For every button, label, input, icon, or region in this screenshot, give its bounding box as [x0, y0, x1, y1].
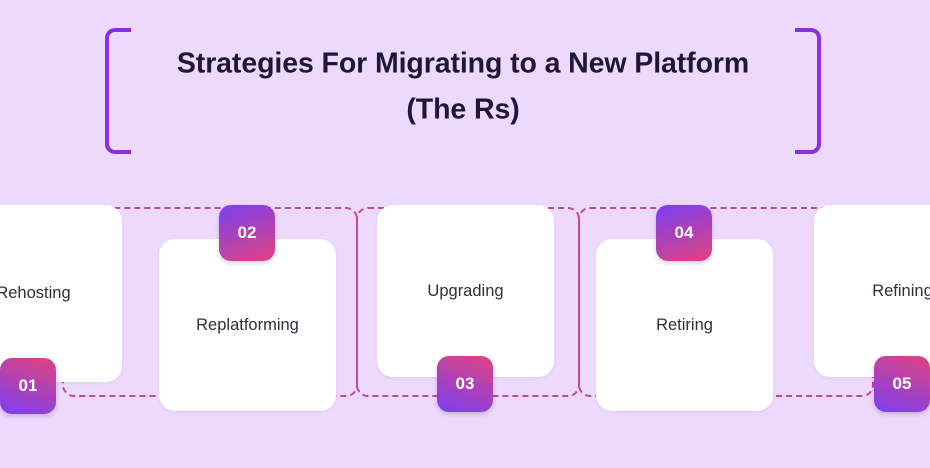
page-title-line-1: Strategies For Migrating to a New Platfo…	[176, 47, 750, 80]
step-card-label: Replatforming	[196, 315, 299, 334]
step-card-retiring[interactable]: Retiring	[596, 239, 773, 411]
step-badge-03[interactable]: 03	[437, 356, 493, 412]
step-card-label: Refining	[872, 281, 930, 300]
step-badge-04[interactable]: 04	[656, 205, 712, 261]
page-title: Strategies For Migrating to a New Platfo…	[127, 41, 799, 132]
step-badge-02[interactable]: 02	[219, 205, 275, 261]
step-card-refining[interactable]: Refining	[814, 205, 930, 377]
step-badge-number: 05	[892, 374, 912, 393]
right-bracket-decoration	[795, 28, 821, 154]
step-badge-01[interactable]: 01	[0, 358, 56, 414]
left-bracket-decoration	[105, 28, 131, 154]
step-badge-number: 04	[674, 223, 694, 242]
step-badge-number: 01	[18, 376, 38, 395]
step-badge-number: 02	[237, 223, 257, 242]
page-title-line-2: (The Rs)	[406, 93, 520, 125]
step-card-rehosting[interactable]: Rehosting	[0, 205, 122, 382]
step-badge-number: 03	[455, 374, 475, 393]
step-card-label: Retiring	[656, 315, 713, 334]
step-card-label: Rehosting	[0, 284, 71, 302]
step-card-label: Upgrading	[427, 281, 504, 300]
step-badge-05[interactable]: 05	[874, 356, 930, 412]
strategy-flow-diagram: Rehosting Replatforming Upgrading Retiri…	[0, 190, 930, 468]
step-card-replatforming[interactable]: Replatforming	[159, 239, 336, 411]
step-card-upgrading[interactable]: Upgrading	[377, 205, 554, 377]
title-block: Strategies For Migrating to a New Platfo…	[105, 28, 821, 154]
